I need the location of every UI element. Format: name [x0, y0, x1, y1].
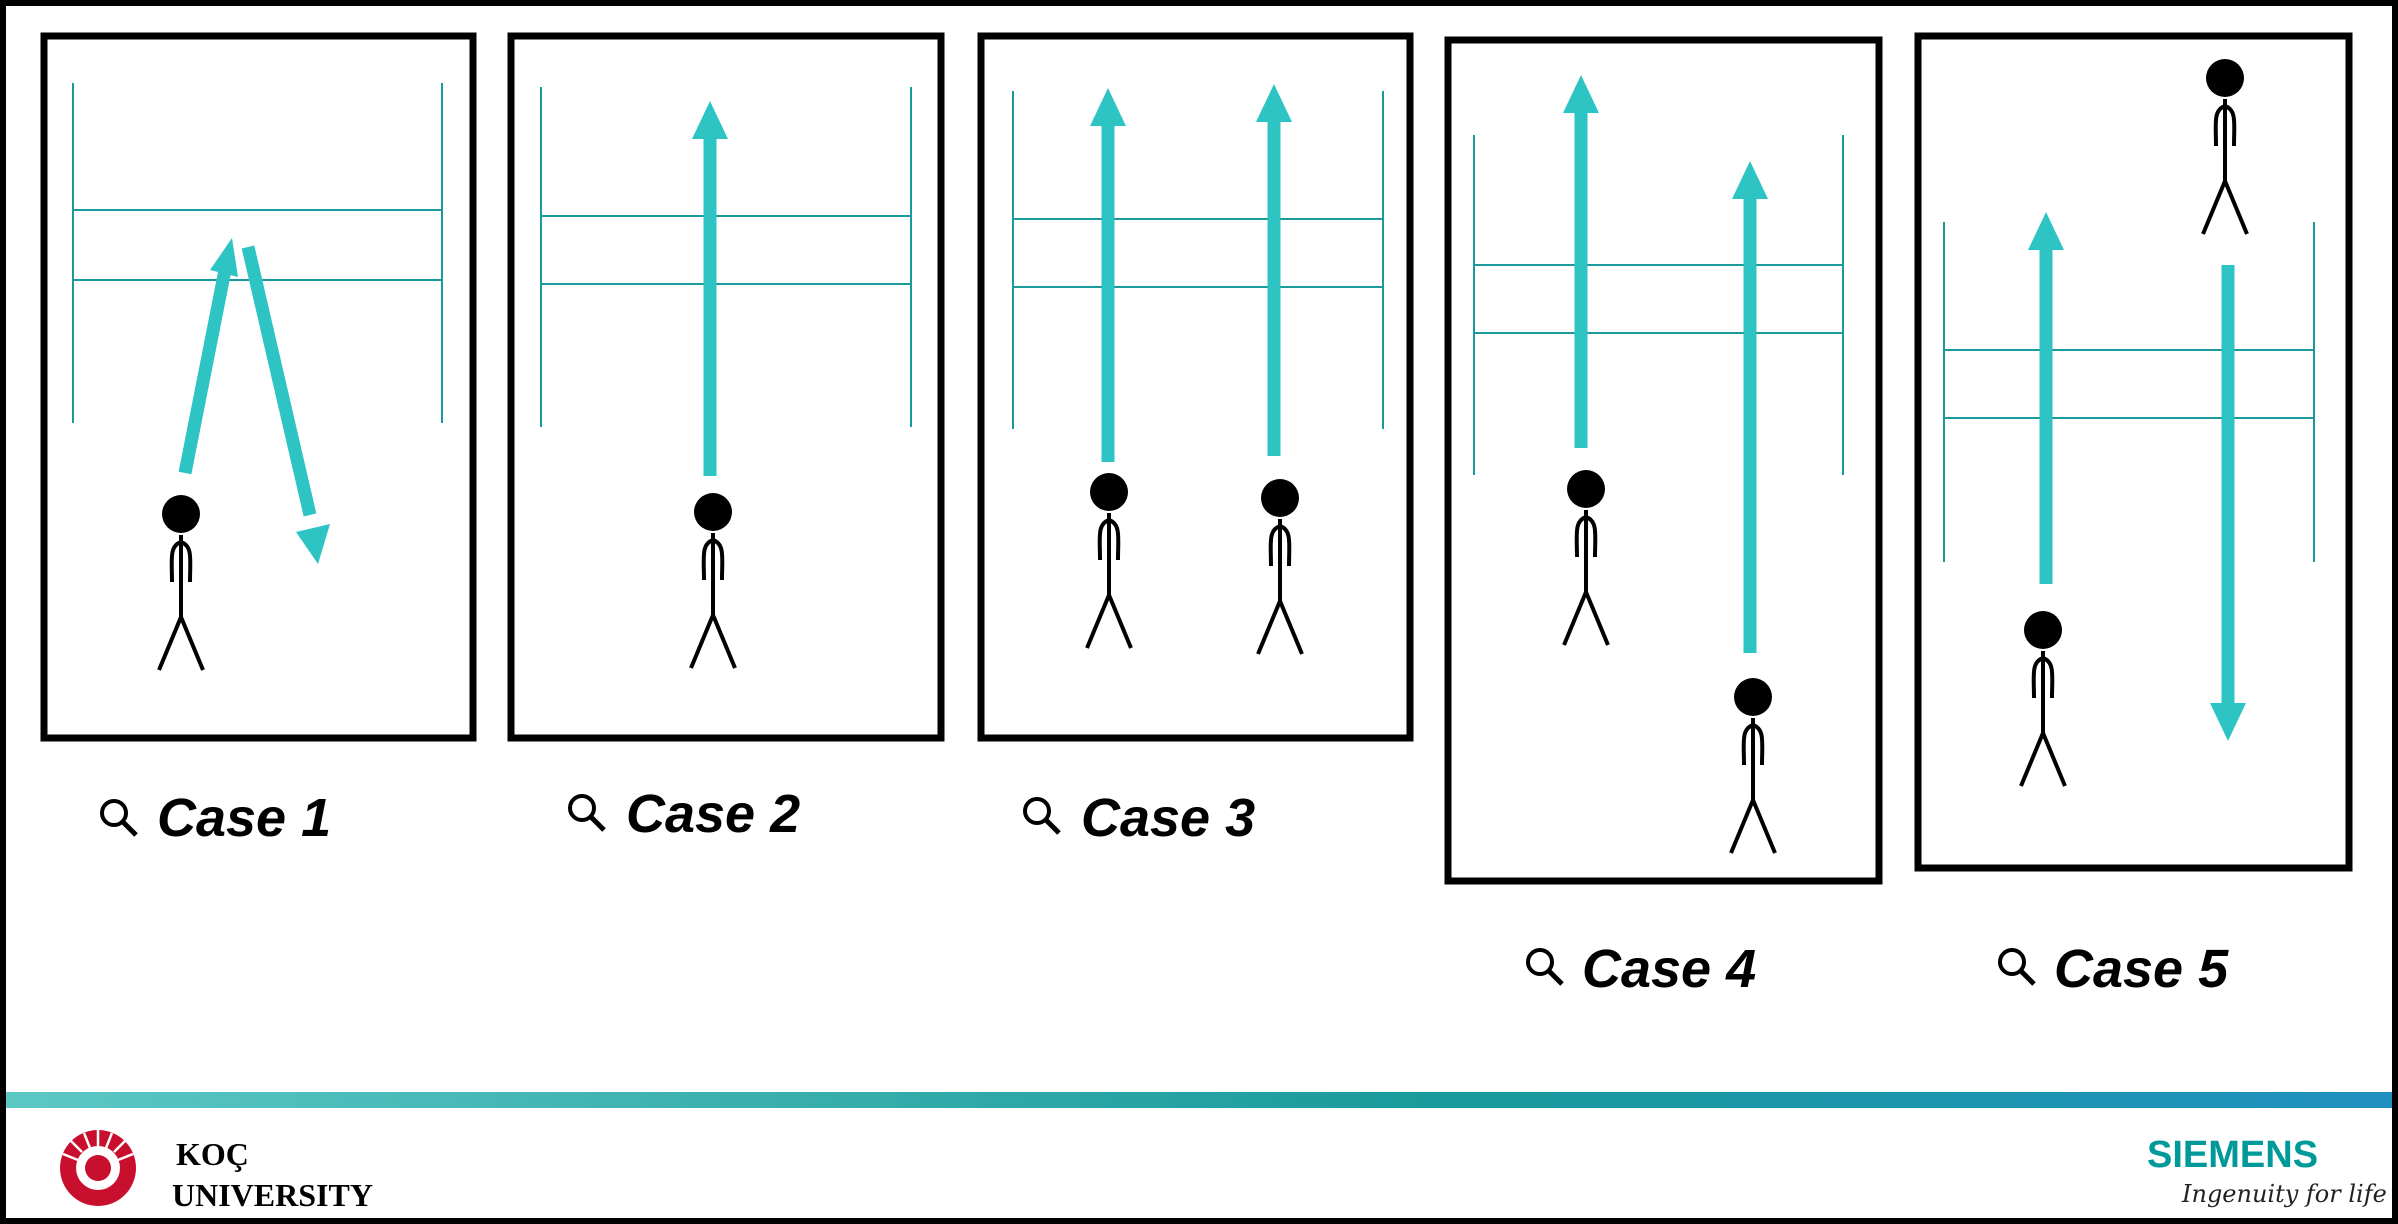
case3-label-text: Case 3 — [1081, 788, 1255, 848]
case1-arrow-return — [241, 245, 330, 564]
case2-panel: Case 2 — [507, 32, 945, 844]
case5-label: Case 5 — [1998, 939, 2229, 999]
koc-university-logo: KOÇ UNIVERSITY — [60, 1130, 373, 1213]
case5-arrow-down — [2210, 265, 2246, 741]
case3-label: Case 3 — [1023, 788, 1255, 848]
case2-frame — [507, 32, 945, 742]
case3-arrow-right — [1256, 84, 1292, 456]
case1-frame — [40, 32, 477, 742]
case5-frame — [1914, 32, 2353, 872]
case4-person-right — [1729, 678, 1777, 854]
case4-person-left — [1562, 470, 1610, 646]
case4-arrow-right — [1732, 161, 1768, 653]
case2-magnifier-icon — [568, 794, 606, 832]
case4-label-text: Case 4 — [1582, 939, 1756, 999]
case5-person-top — [2201, 59, 2249, 235]
case1-arrow-approach — [178, 238, 238, 475]
koc-logo-line2: UNIVERSITY — [172, 1177, 373, 1213]
case1-label: Case 1 — [100, 788, 331, 848]
case3-person-right — [1256, 479, 1304, 655]
case5-arrow-up — [2028, 212, 2064, 584]
case4-arrow-left — [1563, 75, 1599, 448]
case4-magnifier-icon — [1526, 948, 1564, 986]
case2-label: Case 2 — [568, 784, 800, 844]
case3-panel: Case 3 — [977, 32, 1414, 848]
siemens-wordmark: SIEMENS — [2147, 1134, 2318, 1176]
siemens-tagline: Ingenuity for life — [2181, 1180, 2387, 1208]
case5-panel: Case 5 — [1914, 32, 2353, 999]
koc-emblem-icon — [60, 1130, 136, 1206]
case4-frame — [1444, 36, 1883, 885]
case5-sensor-zone — [1943, 222, 2315, 562]
case2-person — [689, 493, 737, 669]
case2-arrow — [692, 101, 728, 476]
case1-panel: Case 1 — [40, 32, 477, 848]
case4-panel: Case 4 — [1444, 36, 1883, 999]
case2-label-text: Case 2 — [626, 784, 800, 844]
case3-arrow-left — [1090, 88, 1126, 462]
case2-sensor-zone — [540, 87, 912, 427]
case3-frame — [977, 32, 1414, 742]
case1-sensor-zone — [72, 83, 443, 423]
case3-sensor-zone — [1012, 91, 1384, 429]
koc-logo-line1: KOÇ — [176, 1136, 249, 1172]
case4-sensor-zone — [1473, 135, 1844, 475]
footer-gradient-bar — [6, 1092, 2392, 1108]
case1-person — [157, 495, 205, 671]
diagram-canvas: Case 1 Case 2 — [6, 32, 2392, 1213]
case1-magnifier-icon — [100, 799, 138, 837]
case3-person-left — [1085, 473, 1133, 649]
case5-magnifier-icon — [1998, 948, 2036, 986]
case1-label-text: Case 1 — [157, 788, 331, 848]
case4-label: Case 4 — [1526, 939, 1756, 999]
siemens-logo: SIEMENS Ingenuity for life — [2147, 1134, 2387, 1208]
case3-magnifier-icon — [1023, 797, 1061, 835]
case5-person-bottom — [2019, 611, 2067, 787]
case5-label-text: Case 5 — [2054, 939, 2229, 999]
